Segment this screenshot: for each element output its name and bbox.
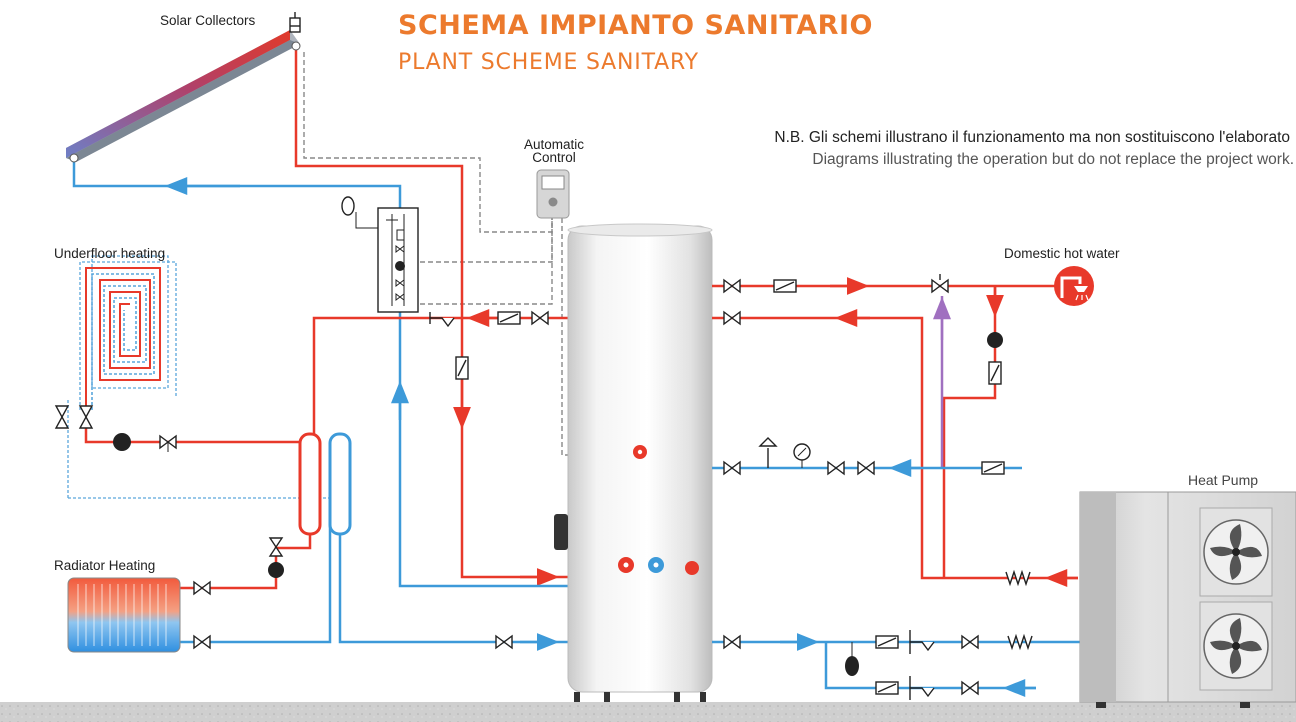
filter-icon bbox=[429, 311, 521, 328]
label-radiator-heating: Radiator Heating bbox=[54, 558, 156, 573]
valve-icon bbox=[531, 310, 549, 326]
radiator-icon bbox=[67, 577, 181, 653]
expansion-vessel-icon bbox=[845, 656, 859, 676]
ground bbox=[0, 702, 1296, 722]
valve-icon bbox=[723, 569, 1033, 700]
heating-flow-pipe bbox=[312, 316, 572, 440]
underfloor-dashed-loop bbox=[67, 398, 331, 499]
note-english: Diagrams illustrating the operation but … bbox=[812, 151, 1294, 168]
check-valve-icon bbox=[455, 356, 469, 380]
hot-manifold bbox=[298, 432, 322, 536]
pump-icon bbox=[113, 433, 131, 451]
valve-icon bbox=[723, 274, 949, 326]
valve-icon bbox=[54, 405, 94, 429]
valve-icon bbox=[193, 537, 513, 650]
label-automatic-control-line2: Control bbox=[532, 150, 576, 165]
check-valve-icon bbox=[988, 361, 1002, 385]
label-heat-pump: Heat Pump bbox=[1188, 472, 1259, 488]
pump-icon bbox=[987, 332, 1003, 348]
label-automatic-control: Automatic Control bbox=[516, 137, 592, 165]
page-subtitle: PLANT SCHEME SANITARY bbox=[398, 50, 699, 75]
controller-icon bbox=[536, 169, 570, 219]
underfloor-coil bbox=[79, 255, 177, 410]
shower-faucet-icon bbox=[1054, 266, 1094, 306]
label-underfloor-heating: Underfloor heating bbox=[54, 246, 166, 261]
cold-manifold bbox=[328, 432, 352, 536]
label-solar-collectors: Solar Collectors bbox=[160, 13, 256, 28]
label-domestic-hot-water: Domestic hot water bbox=[1004, 246, 1120, 261]
note-italian: N.B. Gli schemi illustrano il funzioname… bbox=[774, 129, 1290, 146]
pump-icon bbox=[268, 562, 284, 578]
storage-tank-icon bbox=[554, 223, 713, 702]
solar-flow-pipe bbox=[294, 48, 572, 579]
air-vent-icon bbox=[289, 12, 301, 33]
expansion-vessel-icon bbox=[341, 196, 355, 216]
solar-pump-station bbox=[341, 196, 419, 313]
valve-icon bbox=[723, 437, 1005, 476]
page-title: SCHEMA IMPIANTO SANITARIO bbox=[398, 10, 873, 41]
label-automatic-control-line1: Automatic bbox=[523, 137, 585, 152]
heat-pump-icon bbox=[1079, 491, 1296, 708]
solar-collector-panel bbox=[66, 30, 301, 163]
solar-return-lower bbox=[398, 300, 574, 588]
pressure-gauge-icon bbox=[793, 443, 811, 468]
